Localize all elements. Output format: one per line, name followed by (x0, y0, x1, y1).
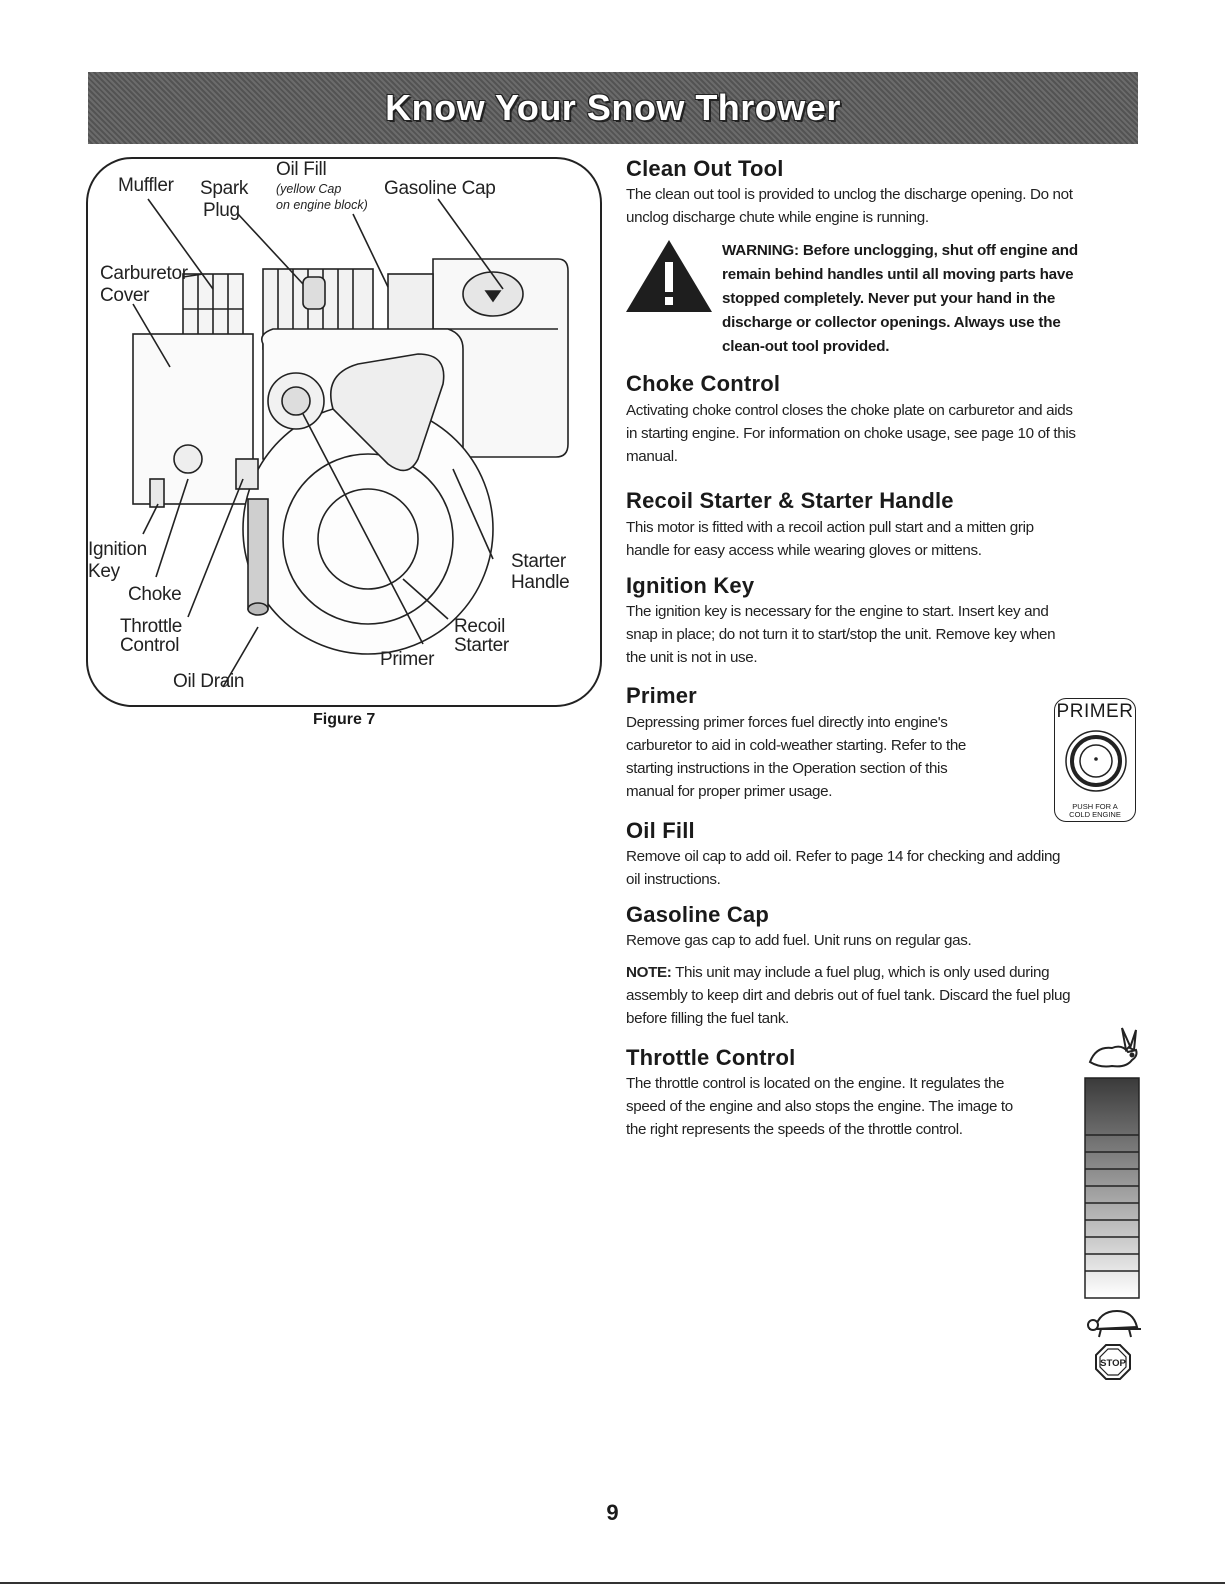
note-line-1: This unit may include a fuel plug, which… (675, 964, 1050, 981)
warning-text-block: WARNING: Before unclogging, shut off eng… (722, 239, 1078, 359)
engine-figure-panel: Muffler Spark Plug Oil Fill (yellow Cap … (86, 157, 602, 707)
warning-line-5: clean-out tool provided. (722, 338, 890, 355)
label-choke: Choke (128, 584, 182, 605)
warning-line-1: WARNING: Before unclogging, shut off eng… (722, 242, 1078, 259)
label-oil-fill-note-1: (yellow Cap (276, 182, 342, 196)
label-cover: Cover (100, 285, 150, 306)
primer-line-1: Depressing primer forces fuel directly i… (626, 714, 948, 731)
ignition-line-3: the unit is not in use. (626, 649, 758, 666)
label-primer: Primer (380, 649, 435, 670)
section-title-choke-control: Choke Control (626, 371, 781, 396)
bottom-rule (0, 1582, 1225, 1584)
section-title-throttle-control: Throttle Control (626, 1045, 796, 1070)
recoil-body: This motor is fitted with a recoil actio… (626, 516, 1034, 562)
primer-badge-title: PRIMER (1056, 701, 1134, 722)
throttle-line-2: speed of the engine and also stops the e… (626, 1098, 1013, 1115)
section-title-gasoline-cap: Gasoline Cap (626, 902, 769, 927)
primer-button-icon (1065, 730, 1127, 792)
primer-line-2: carburetor to aid in cold-weather starti… (626, 737, 967, 754)
oil-fill-line-1: Remove oil cap to add oil. Refer to page… (626, 848, 1061, 865)
throttle-speed-bar (1084, 1077, 1140, 1299)
section-title-ignition-key: Ignition Key (626, 573, 755, 598)
note-label: NOTE: (626, 964, 672, 981)
primer-line-3: starting instructions in the Operation s… (626, 760, 948, 777)
label-plug: Plug (203, 200, 240, 221)
primer-line-4: manual for proper primer usage. (626, 783, 833, 800)
warning-icon (626, 240, 712, 312)
primer-body: Depressing primer forces fuel directly i… (626, 711, 966, 803)
figure-caption: Figure 7 (313, 711, 376, 728)
label-throttle: Throttle (120, 616, 183, 637)
note-line-3: before filling the fuel tank. (626, 1010, 789, 1027)
label-key: Key (88, 561, 120, 582)
stop-icon: STOP (1095, 1344, 1131, 1380)
choke-line-2: in starting engine. For information on c… (626, 425, 1076, 442)
warning-line-4: discharge or collector openings. Always … (722, 314, 1061, 331)
section-title-clean-out-tool: Clean Out Tool (626, 156, 784, 181)
throttle-body: The throttle control is located on the e… (626, 1072, 1013, 1141)
oil-fill-line-2: oil instructions. (626, 871, 721, 888)
primer-badge-caption-1: PUSH FOR A (1072, 802, 1118, 811)
label-muffler: Muffler (118, 175, 174, 196)
gasoline-note: NOTE: This unit may include a fuel plug,… (626, 961, 1071, 1030)
rabbit-icon (1088, 1027, 1138, 1068)
gasoline-line: Remove gas cap to add fuel. Unit runs on… (626, 932, 972, 949)
section-title-primer: Primer (626, 683, 697, 708)
ignition-line-2: snap in place; do not turn it to start/s… (626, 626, 1056, 643)
label-oil-fill-note-2: on engine block) (276, 198, 368, 212)
label-recoil-starter: Starter (454, 635, 509, 656)
warning-line-3: stopped completely. Never put your hand … (722, 290, 1056, 307)
engine-illustration (132, 198, 569, 688)
primer-badge-caption: PUSH FOR A COLD ENGINE (1055, 803, 1135, 819)
note-line-2: assembly to keep dirt and debris out of … (626, 987, 1071, 1004)
label-oil-drain: Oil Drain (173, 671, 245, 692)
primer-badge-caption-2: COLD ENGINE (1069, 810, 1121, 819)
label-carburetor: Carburetor (100, 263, 188, 284)
page-title: Know Your Snow Thrower (385, 87, 841, 128)
label-ignition: Ignition (88, 539, 147, 560)
recoil-line-1: This motor is fitted with a recoil actio… (626, 519, 1034, 536)
choke-line-1: Activating choke control closes the chok… (626, 402, 1073, 419)
clean-out-line-1: The clean out tool is provided to unclog… (626, 186, 1073, 203)
turtle-icon (1087, 1309, 1141, 1338)
label-recoil: Recoil (454, 616, 505, 637)
throttle-line-1: The throttle control is located on the e… (626, 1075, 1005, 1092)
choke-line-3: manual. (626, 448, 678, 465)
stop-label: STOP (1100, 1358, 1126, 1369)
warning-line-2: remain behind handles until all moving p… (722, 266, 1074, 283)
primer-badge: PRIMER PUSH FOR A COLD ENGINE (1054, 698, 1136, 822)
label-spark: Spark (200, 178, 249, 199)
label-oil-fill: Oil Fill (276, 159, 327, 180)
ignition-line-1: The ignition key is necessary for the en… (626, 603, 1049, 620)
page-number: 9 (606, 1500, 619, 1525)
label-control: Control (120, 635, 180, 656)
oil-fill-body: Remove oil cap to add oil. Refer to page… (626, 845, 1061, 891)
recoil-line-2: handle for easy access while wearing glo… (626, 542, 982, 559)
ignition-body: The ignition key is necessary for the en… (626, 600, 1056, 669)
choke-body: Activating choke control closes the chok… (626, 399, 1076, 468)
label-starter: Starter (511, 551, 566, 572)
page-banner: Know Your Snow Thrower (88, 72, 1138, 144)
section-title-oil-fill: Oil Fill (626, 818, 695, 843)
label-handle: Handle (511, 572, 570, 593)
label-gasoline-cap: Gasoline Cap (384, 178, 496, 199)
clean-out-line-2: unclog discharge chute while engine is r… (626, 209, 929, 226)
throttle-line-3: the right represents the speeds of the t… (626, 1121, 963, 1138)
section-title-recoil-starter: Recoil Starter & Starter Handle (626, 488, 954, 513)
